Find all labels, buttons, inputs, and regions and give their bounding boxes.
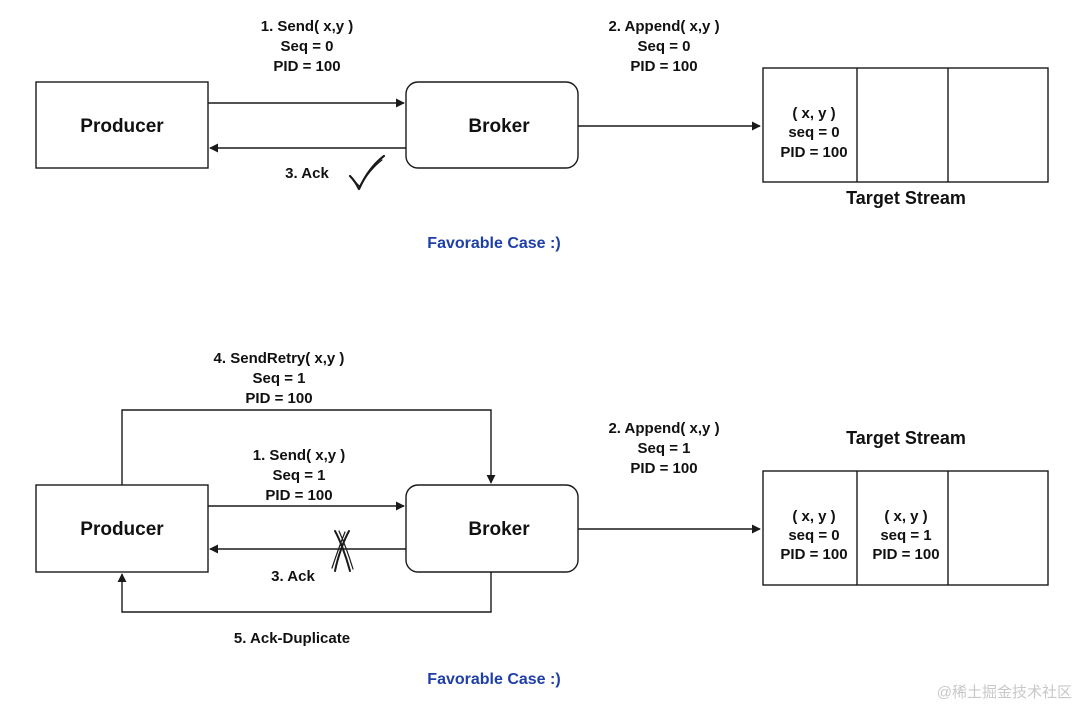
top-send-line2: Seq = 0 xyxy=(281,38,334,55)
bottom-cell-2-line2: seq = 1 xyxy=(880,527,931,544)
top-send-line3: PID = 100 xyxy=(273,58,340,75)
top-target-stream-box xyxy=(762,67,1049,183)
top-ack-label: 3. Ack xyxy=(285,165,329,182)
bottom-append-line3: PID = 100 xyxy=(630,460,697,477)
top-broker-label: Broker xyxy=(468,116,530,137)
bottom-append-line1: 2. Append( x,y ) xyxy=(608,420,719,437)
bottom-ack-label: 3. Ack xyxy=(271,568,315,585)
top-broker-box xyxy=(405,81,579,169)
bottom-retry-line1: 4. SendRetry( x,y ) xyxy=(214,350,345,367)
top-producer-label: Producer xyxy=(80,116,164,137)
top-append-line2: Seq = 0 xyxy=(638,38,691,55)
bottom-scenario: Producer Broker 4. SendRetry( x,y ) Seq … xyxy=(35,350,1049,688)
top-append-line1: 2. Append( x,y ) xyxy=(608,18,719,35)
bottom-send-line3: PID = 100 xyxy=(265,487,332,504)
top-cell-1-line2: seq = 0 xyxy=(788,124,839,141)
top-scenario: Producer Broker 1. Send( x,y ) Seq = 0 P… xyxy=(35,18,1049,252)
cross-icon xyxy=(331,530,354,572)
bottom-target-stream-title: Target Stream xyxy=(846,428,966,448)
watermark: @稀土掘金技术社区 xyxy=(937,684,1072,701)
bottom-append-line2: Seq = 1 xyxy=(638,440,691,457)
top-cell-1-line1: ( x, y ) xyxy=(792,105,835,122)
top-producer-box xyxy=(35,81,209,169)
bottom-cell-2-line1: ( x, y ) xyxy=(884,508,927,525)
bottom-caption: Favorable Case :) xyxy=(427,671,560,688)
top-append-line3: PID = 100 xyxy=(630,58,697,75)
bottom-broker-label: Broker xyxy=(468,519,530,540)
top-send-line1: 1. Send( x,y ) xyxy=(261,18,354,35)
top-caption: Favorable Case :) xyxy=(427,235,560,252)
bottom-cell-1-line3: PID = 100 xyxy=(780,546,847,563)
checkmark-icon xyxy=(348,154,386,191)
top-cell-1-line3: PID = 100 xyxy=(780,144,847,161)
bottom-send-line2: Seq = 1 xyxy=(273,467,326,484)
bottom-ack-duplicate-label: 5. Ack-Duplicate xyxy=(234,630,350,647)
bottom-producer-box xyxy=(35,484,209,573)
bottom-cell-1-line2: seq = 0 xyxy=(788,527,839,544)
bottom-ack-duplicate-arrow xyxy=(117,572,492,613)
bottom-send-line1: 1. Send( x,y ) xyxy=(253,447,346,464)
bottom-target-stream-box xyxy=(762,470,1049,586)
bottom-retry-arrow xyxy=(121,409,496,485)
bottom-cell-2-line3: PID = 100 xyxy=(872,546,939,563)
bottom-retry-line2: Seq = 1 xyxy=(253,370,306,387)
top-target-stream-title: Target Stream xyxy=(846,188,966,208)
bottom-retry-line3: PID = 100 xyxy=(245,390,312,407)
bottom-cell-1-line1: ( x, y ) xyxy=(792,508,835,525)
bottom-producer-label: Producer xyxy=(80,519,164,540)
